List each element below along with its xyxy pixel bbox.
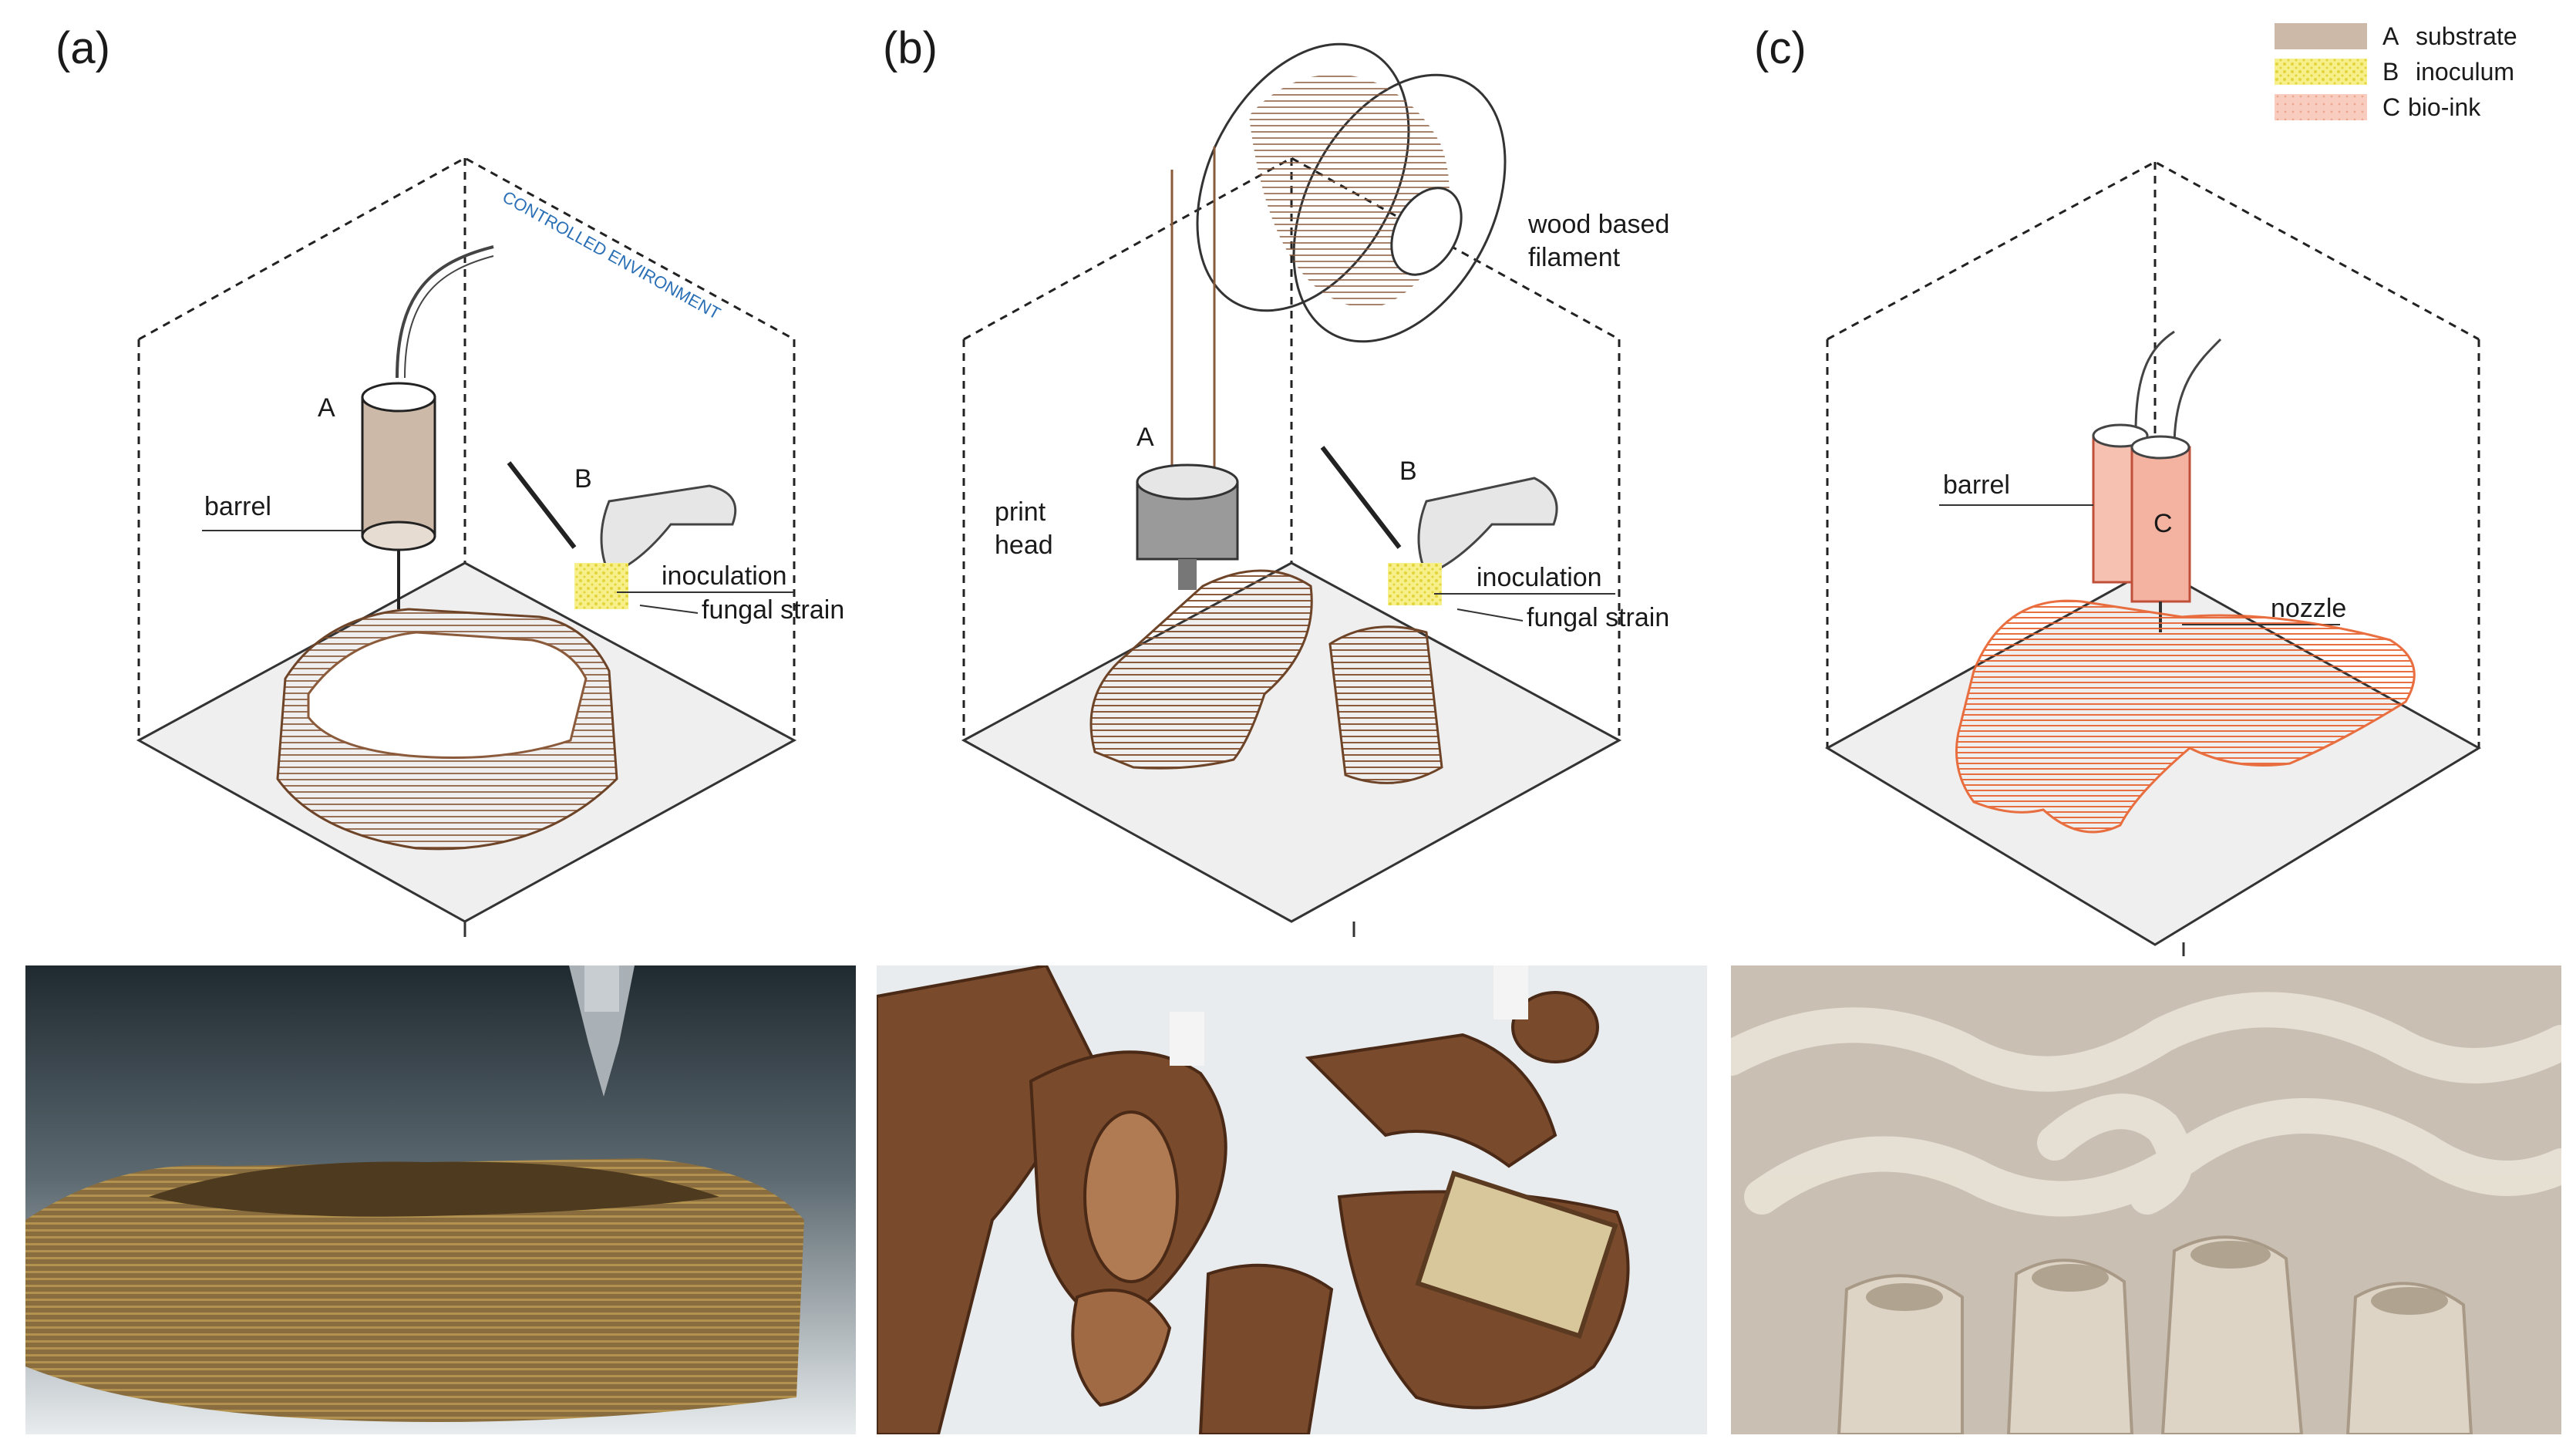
panel-b-label-filament-1: wood based [1527,210,1669,239]
panel-b-print-head-icon [1136,463,1239,590]
legend-key-c: C [2382,93,2400,121]
panel-c-letter: (c) [1754,23,1807,73]
panel-a-env-label: CONTROLLED ENVIRONMENT [500,187,724,324]
panel-c-label-c: C [2153,509,2173,538]
legend-swatch-b [2275,59,2367,85]
panel-a-letter: (a) [56,23,110,73]
panel-b-printed-cylinder [1328,625,1443,784]
panel-b-letter: (b) [883,23,938,73]
panel-c-diagram: (c) barrel C nozzle [1754,23,2481,956]
photo-bio-ink-labyrinth-icon [1731,965,2561,1434]
legend: A substrate B inoculum C bio-ink [2275,22,2517,121]
panel-a-enclosure [137,157,796,740]
panel-b-diagram: (b) wood based filament A print head [883,23,1669,937]
panel-a-diagram: (a) CONTROLLED ENVIRONMENT A barrel [56,23,844,937]
legend-text-c: bio-ink [2408,93,2481,121]
panel-c-bio-ink-print [1955,599,2416,834]
photo-printed-mycelium-vessel-icon [25,965,856,1434]
panel-c-photo [1731,965,2561,1434]
panel-b-label-a: A [1136,423,1154,452]
legend-key-b: B [2382,58,2399,86]
panel-b-label-inoculation: inoculation [1477,563,1602,592]
panel-a-label-fungal-strain: fungal strain [702,595,844,625]
legend-swatch-a [2275,23,2367,49]
panel-c-label-barrel: barrel [1943,470,2010,500]
panel-b-filament-spool-icon [1196,42,1507,343]
panel-c-barrel-icon [2092,330,2222,632]
panel-b-label-print: print [995,497,1046,527]
legend-swatch-c [2275,94,2367,120]
panel-a-label-a: A [318,393,335,423]
legend-text-b: inoculum [2416,58,2514,86]
panel-b-photo [877,965,1707,1434]
legend-key-a: A [2382,22,2399,50]
panel-b-enclosure [962,157,1621,740]
panel-b-label-filament-2: filament [1528,243,1621,272]
panel-a-inoculation-icon [507,461,737,609]
panel-b-label-fungal-strain: fungal strain [1527,603,1669,632]
legend-text-a: substrate [2416,22,2517,50]
panel-a-barrel-icon [361,245,494,609]
panel-a-label-barrel: barrel [204,492,271,521]
panel-b-printed-shoe [1089,569,1313,770]
panel-a-label-inoculation: inoculation [662,561,787,591]
photo-wood-filament-structure-icon [877,965,1707,1434]
panel-a-photo [25,965,856,1434]
panel-a-printed-vessel [276,608,618,851]
panel-b-label-b: B [1399,457,1417,486]
panel-a-label-b: B [574,464,592,494]
panel-b-label-head: head [995,531,1053,560]
panel-b-inoculation-icon [1320,446,1558,605]
